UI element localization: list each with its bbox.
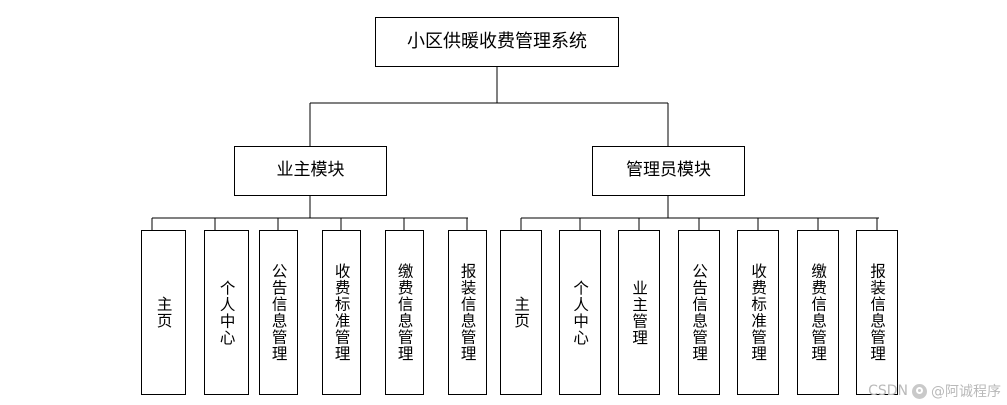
node-module-admin-label: 管理员模块 bbox=[626, 160, 711, 181]
watermark: CSDN @阿诚程序 bbox=[868, 381, 1001, 401]
node-owner-leaf-6-label: 报装信息管理 bbox=[458, 263, 477, 362]
node-module-owner-label: 业主模块 bbox=[276, 160, 345, 181]
watermark-brand: CSDN bbox=[868, 383, 908, 399]
node-module-owner: 业主模块 bbox=[234, 146, 387, 196]
node-root: 小区供暖收费管理系统 bbox=[375, 17, 619, 67]
node-owner-leaf-3: 公告信息管理 bbox=[259, 230, 298, 395]
node-owner-leaf-5: 缴费信息管理 bbox=[385, 230, 424, 395]
node-admin-leaf-6: 缴费信息管理 bbox=[797, 230, 839, 395]
node-admin-leaf-4-label: 公告信息管理 bbox=[690, 263, 709, 362]
node-owner-leaf-5-label: 缴费信息管理 bbox=[395, 263, 414, 362]
node-owner-leaf-4: 收费标准管理 bbox=[322, 230, 361, 395]
node-owner-leaf-4-label: 收费标准管理 bbox=[332, 263, 351, 362]
node-owner-leaf-2: 个人中心 bbox=[204, 230, 249, 395]
node-owner-leaf-6: 报装信息管理 bbox=[448, 230, 487, 395]
node-admin-leaf-7-label: 报装信息管理 bbox=[868, 263, 887, 362]
node-root-label: 小区供暖收费管理系统 bbox=[407, 30, 587, 52]
node-admin-leaf-1-label: 主页 bbox=[512, 296, 531, 329]
node-admin-leaf-5-label: 收费标准管理 bbox=[749, 263, 768, 362]
node-admin-leaf-1: 主页 bbox=[500, 230, 542, 395]
node-admin-leaf-7: 报装信息管理 bbox=[856, 230, 898, 395]
node-owner-leaf-2-label: 个人中心 bbox=[217, 279, 236, 346]
node-module-admin: 管理员模块 bbox=[592, 146, 745, 196]
node-admin-leaf-4: 公告信息管理 bbox=[678, 230, 720, 395]
node-admin-leaf-3-label: 业主管理 bbox=[630, 279, 649, 346]
watermark-logo-icon bbox=[912, 383, 927, 399]
node-owner-leaf-1: 主页 bbox=[141, 230, 186, 395]
node-owner-leaf-3-label: 公告信息管理 bbox=[269, 263, 288, 362]
node-admin-leaf-3: 业主管理 bbox=[618, 230, 660, 395]
node-admin-leaf-5: 收费标准管理 bbox=[737, 230, 779, 395]
watermark-author: @阿诚程序 bbox=[931, 384, 1001, 400]
node-admin-leaf-2: 个人中心 bbox=[559, 230, 601, 395]
node-admin-leaf-6-label: 缴费信息管理 bbox=[809, 263, 828, 362]
node-admin-leaf-2-label: 个人中心 bbox=[571, 279, 590, 346]
node-owner-leaf-1-label: 主页 bbox=[154, 296, 173, 329]
